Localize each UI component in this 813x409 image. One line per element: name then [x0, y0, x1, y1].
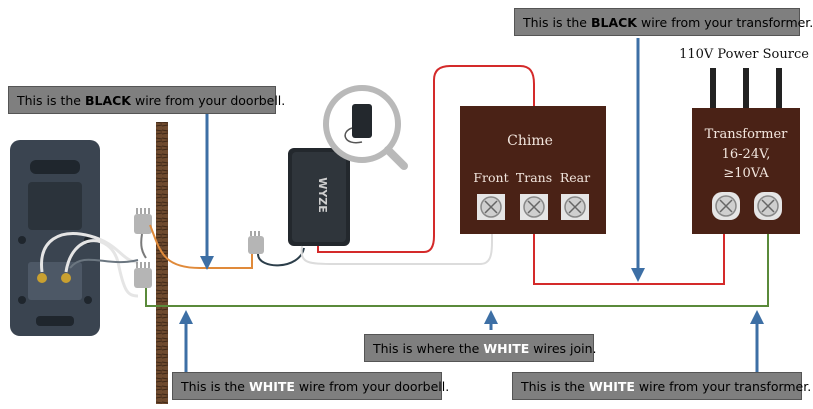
chime-title: Chime: [507, 133, 553, 149]
screw-icon: [520, 194, 548, 220]
screw-icon: [712, 192, 740, 220]
callout-white-join: This is where the WHITE wires join.: [364, 334, 597, 362]
chime-terminal-front-label: Front: [473, 170, 508, 185]
power-prongs: [710, 68, 782, 108]
transformer-line3: ≥10VA: [723, 166, 769, 181]
wire-connector-left-upper: [134, 208, 152, 259]
chime-box: Chime Front Trans Rear: [460, 106, 606, 234]
device-brand-label: WYZE: [316, 177, 329, 213]
magnifier-icon: [323, 85, 408, 170]
power-source-label: 110V Power Source: [679, 47, 809, 62]
wire-connector-device: [248, 231, 264, 254]
arrow-head-icon: [750, 310, 764, 324]
arrow-head-icon: [179, 310, 193, 324]
callout-transformer-white: This is the WHITE wire from your transfo…: [512, 372, 811, 400]
orange-wire: [149, 224, 253, 269]
transformer-line1: Transformer: [705, 127, 789, 142]
screw-icon: [477, 194, 505, 220]
black-wire-doorbell-to-chime: [317, 65, 535, 253]
chime-terminal-rear-label: Rear: [560, 170, 590, 185]
wall-stud: [156, 122, 168, 404]
callout-transformer-black: This is the BLACK wire from your transfo…: [514, 8, 813, 36]
arrow-head-icon: [484, 310, 498, 324]
chime-terminal-trans-label: Trans: [516, 170, 552, 185]
transformer-line2: 16-24V,: [722, 147, 771, 162]
arrow-head-icon: [631, 268, 645, 282]
callout-doorbell-black: This is the BLACK wire from your doorbel…: [8, 86, 285, 114]
wire-connector-left-lower: [134, 262, 152, 288]
callout-doorbell-white: This is the WHITE wire from your doorbel…: [172, 372, 449, 400]
black-wire-transformer-to-chime: [533, 206, 725, 285]
white-wire-path: [145, 208, 769, 307]
wyze-chime-device: WYZE: [288, 148, 350, 246]
arrow-head-icon: [200, 256, 214, 270]
screw-icon: [754, 192, 782, 220]
screw-icon: [561, 194, 589, 220]
transformer-box: Transformer 16-24V, ≥10VA: [692, 108, 800, 234]
